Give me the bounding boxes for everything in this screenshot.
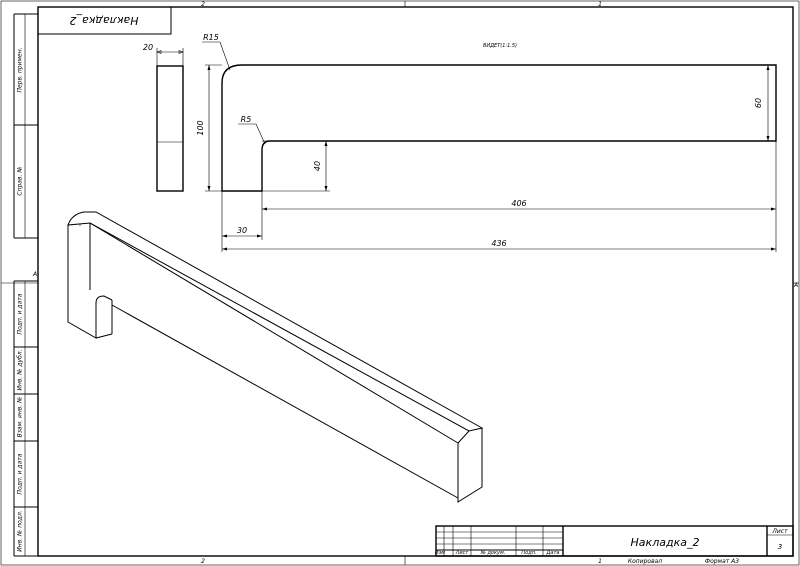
dim-thickness: 20 <box>143 43 153 52</box>
stamp-label: Инв. № подл. <box>17 510 24 551</box>
tb-format: Формат А3 <box>705 558 739 565</box>
zone-label-bottom-right: 1 <box>598 558 602 565</box>
isometric-view <box>67 211 484 503</box>
side-view: 20 <box>143 43 184 192</box>
zone-label-top-right: 1 <box>598 1 602 8</box>
tb-col-header: Лист <box>455 550 470 556</box>
tb-col-header: Подп. <box>521 550 536 556</box>
zone-label-left: A <box>32 271 37 278</box>
title-block: Изм Лист № докум. Подп. Дата Накладка_2 … <box>435 525 794 565</box>
stamp-label: Подп. и дата <box>17 293 24 334</box>
tb-name: Накладка_2 <box>631 536 700 549</box>
stamp-label: Взам. инв. № <box>17 397 24 438</box>
dim-height-total: 100 <box>196 120 205 135</box>
dim-leg-width: 30 <box>237 226 247 235</box>
tb-sheet-number: 3 <box>778 543 782 551</box>
tb-sheet-label: Лист <box>771 528 788 535</box>
rotated-title-box <box>37 6 172 35</box>
drawing-frame <box>37 6 794 557</box>
dim-radius-inner: R5 <box>241 115 252 124</box>
dim-height-leg: 40 <box>313 161 322 171</box>
stamp-label: Справ. № <box>17 166 24 195</box>
tb-col-header: Изм <box>435 550 445 556</box>
stamp-label: Подп. и дата <box>17 453 24 494</box>
dim-height-right: 60 <box>754 98 763 108</box>
tb-col-header: № докум. <box>480 550 506 556</box>
front-view: 100 60 40 R15 R5 406 30 436 <box>196 33 777 252</box>
dim-length-total: 436 <box>491 239 506 248</box>
view-note: ВИДЕТ(1:1.5) <box>483 43 517 49</box>
stamp-label: Инв. № дубл. <box>17 349 24 390</box>
tb-col-header: Дата <box>546 550 560 556</box>
dim-length-inner: 406 <box>511 199 526 208</box>
dim-radius-outer: R15 <box>203 33 219 42</box>
rotated-title: Накладка_2 <box>70 14 139 27</box>
zone-label-right: A <box>793 282 798 289</box>
side-stamp: Перв. примен. Справ. № Подп. и дата Инв.… <box>13 13 38 557</box>
zone-label-top-left: 2 <box>201 1 205 8</box>
stamp-label: Перв. примен. <box>17 47 24 92</box>
tb-copied: Копировал <box>628 558 662 565</box>
zone-label-bottom-left: 2 <box>201 558 205 565</box>
